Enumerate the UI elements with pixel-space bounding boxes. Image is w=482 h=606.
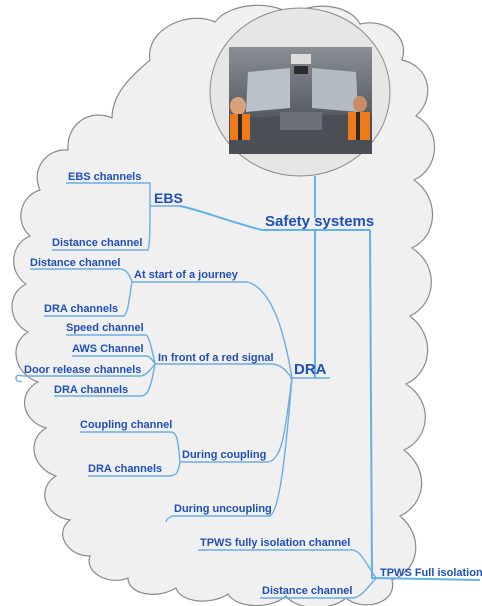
red-signal-child-label: Speed channel [66,322,144,334]
tpws-child-label: TPWS fully isolation channel [200,537,350,549]
start-journey-child-label: Distance channel [30,257,120,269]
tpws-child-label: Distance channel [262,585,352,597]
red-signal-child-label: AWS Channel [72,343,144,355]
red-signal-child-label: Door release channels [24,364,141,376]
tpws-node-label: TPWS Full isolation [380,567,482,579]
coupling-child-label: DRA channels [88,463,162,475]
red-signal-child-label: DRA channels [54,384,128,396]
ebs-node-label: EBS [154,190,183,206]
uncoupling-label: During uncoupling [174,503,272,515]
root-node-label: Safety systems [265,213,374,230]
coupling-label: During coupling [182,449,266,461]
red-signal-label: In front of a red signal [158,352,274,364]
coupling-child-label: Coupling channel [80,419,172,431]
train-cab-photo [209,7,391,177]
dra-node-label: DRA [294,361,327,378]
start-journey-child-label: DRA channels [44,303,118,315]
ebs-child-label: EBS channels [68,171,141,183]
ebs-child-label: Distance channel [52,237,142,249]
branch-lines [15,176,481,599]
start-journey-label: At start of a journey [134,269,239,281]
